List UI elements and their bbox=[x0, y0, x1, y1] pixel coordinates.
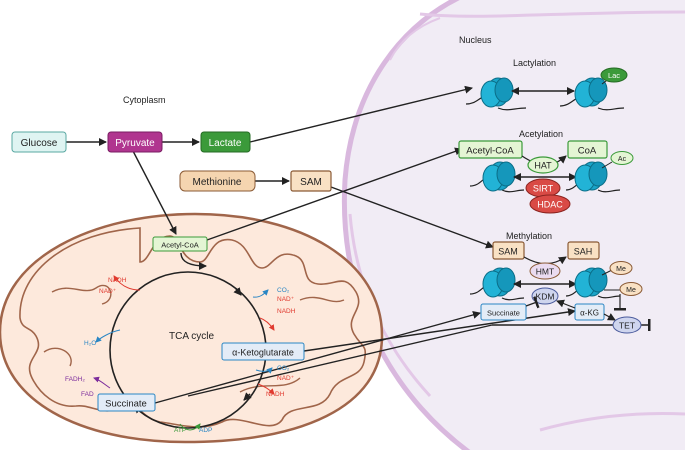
svg-text:Ac: Ac bbox=[618, 156, 627, 163]
hmt-oval: HMT bbox=[529, 262, 561, 280]
svg-text:α-KG: α-KG bbox=[580, 309, 599, 318]
svg-text:α-Ketoglutarate: α-Ketoglutarate bbox=[232, 348, 294, 358]
sah-box: SAH bbox=[567, 241, 600, 260]
nad-label: NAD⁺ bbox=[277, 375, 295, 382]
svg-text:Me: Me bbox=[616, 266, 626, 273]
nadh-label: NADH bbox=[108, 277, 127, 284]
nucleosome-right-methylation bbox=[565, 267, 621, 299]
hdac-oval: HDAC bbox=[529, 194, 571, 214]
svg-text:HMT: HMT bbox=[536, 267, 554, 277]
mitochondrion bbox=[0, 212, 384, 444]
acetylation-label: Acetylation bbox=[519, 129, 563, 139]
nad-label: NAD⁺ bbox=[277, 296, 295, 303]
svg-text:Me: Me bbox=[626, 287, 636, 294]
cytoplasm-label: Cytoplasm bbox=[123, 95, 166, 105]
nucleosome-left-acetylation bbox=[469, 161, 525, 193]
nadh-label: NADH bbox=[266, 391, 285, 398]
nucleosome-left-methylation bbox=[469, 267, 525, 301]
svg-text:HDAC: HDAC bbox=[537, 200, 563, 210]
svg-text:CoA: CoA bbox=[578, 146, 597, 157]
lactylation-label: Lactylation bbox=[513, 58, 556, 68]
nadh-label: NADH bbox=[277, 308, 296, 315]
sam-box: SAM bbox=[290, 170, 332, 192]
svg-text:TET: TET bbox=[619, 321, 635, 331]
methionine-box: Methionine bbox=[179, 170, 256, 192]
me-oval: Me bbox=[609, 261, 633, 275]
svg-text:HAT: HAT bbox=[534, 161, 552, 171]
svg-text:SAM: SAM bbox=[498, 247, 518, 257]
coa-box: CoA bbox=[567, 140, 608, 159]
nucleus-label: Nucleus bbox=[459, 35, 492, 45]
tca-cycle-label: TCA cycle bbox=[169, 331, 214, 342]
succinate-nuclear-box: Succinate bbox=[480, 303, 527, 321]
svg-text:Pyruvate: Pyruvate bbox=[115, 138, 155, 149]
sam-nuclear-box: SAM bbox=[492, 241, 525, 260]
acetyl-coa-box: Acetyl-CoA bbox=[152, 236, 208, 252]
pyruvate-box: Pyruvate bbox=[107, 131, 163, 153]
nucleosome-left-lactylation bbox=[465, 77, 527, 111]
lactate-box: Lactate bbox=[200, 131, 251, 153]
svg-text:SAM: SAM bbox=[300, 177, 322, 188]
adp-label: ADP bbox=[199, 427, 212, 434]
co2-label: CO₂ bbox=[277, 287, 290, 294]
svg-text:SIRT: SIRT bbox=[533, 184, 554, 194]
kdm-oval: KDM bbox=[531, 287, 559, 305]
nad-label: NAD⁺ bbox=[99, 288, 117, 295]
svg-text:Lactate: Lactate bbox=[209, 138, 242, 149]
co2-label: CO₂ bbox=[277, 365, 290, 372]
svg-text:Methionine: Methionine bbox=[193, 177, 242, 188]
nucleus bbox=[341, 0, 685, 455]
me-oval: Me bbox=[619, 282, 643, 296]
svg-text:Succinate: Succinate bbox=[105, 399, 147, 410]
svg-text:Succinate: Succinate bbox=[487, 309, 520, 318]
succinate-box: Succinate bbox=[97, 393, 156, 412]
alpha-ketoglutarate-box: α-Ketoglutarate bbox=[221, 342, 305, 361]
svg-text:SAH: SAH bbox=[574, 247, 593, 257]
h2o-label: H₂O bbox=[84, 340, 96, 347]
svg-text:Lac: Lac bbox=[608, 71, 620, 80]
svg-text:Acetyl-CoA: Acetyl-CoA bbox=[466, 146, 514, 157]
hat-oval: HAT bbox=[527, 156, 559, 174]
svg-text:Glucose: Glucose bbox=[21, 138, 58, 149]
svg-text:Acetyl-CoA: Acetyl-CoA bbox=[161, 241, 199, 250]
fadh2-label: FADH₂ bbox=[65, 376, 85, 383]
fad-label: FAD bbox=[81, 391, 94, 398]
ac-oval: Ac bbox=[610, 151, 634, 165]
atp-label: ATP bbox=[174, 427, 186, 434]
glucose-box: Glucose bbox=[11, 131, 67, 153]
sirt-oval: SIRT bbox=[525, 178, 561, 198]
svg-text:KDM: KDM bbox=[536, 292, 555, 302]
lac-oval: Lac bbox=[600, 67, 628, 83]
tet-oval: TET bbox=[612, 316, 642, 334]
alpha-kg-nuclear-box: α-KG bbox=[574, 303, 605, 321]
nucleosome-right-acetylation bbox=[565, 161, 621, 193]
acetyl-coa-nuclear-box: Acetyl-CoA bbox=[458, 140, 523, 159]
methylation-label: Methylation bbox=[506, 231, 552, 241]
